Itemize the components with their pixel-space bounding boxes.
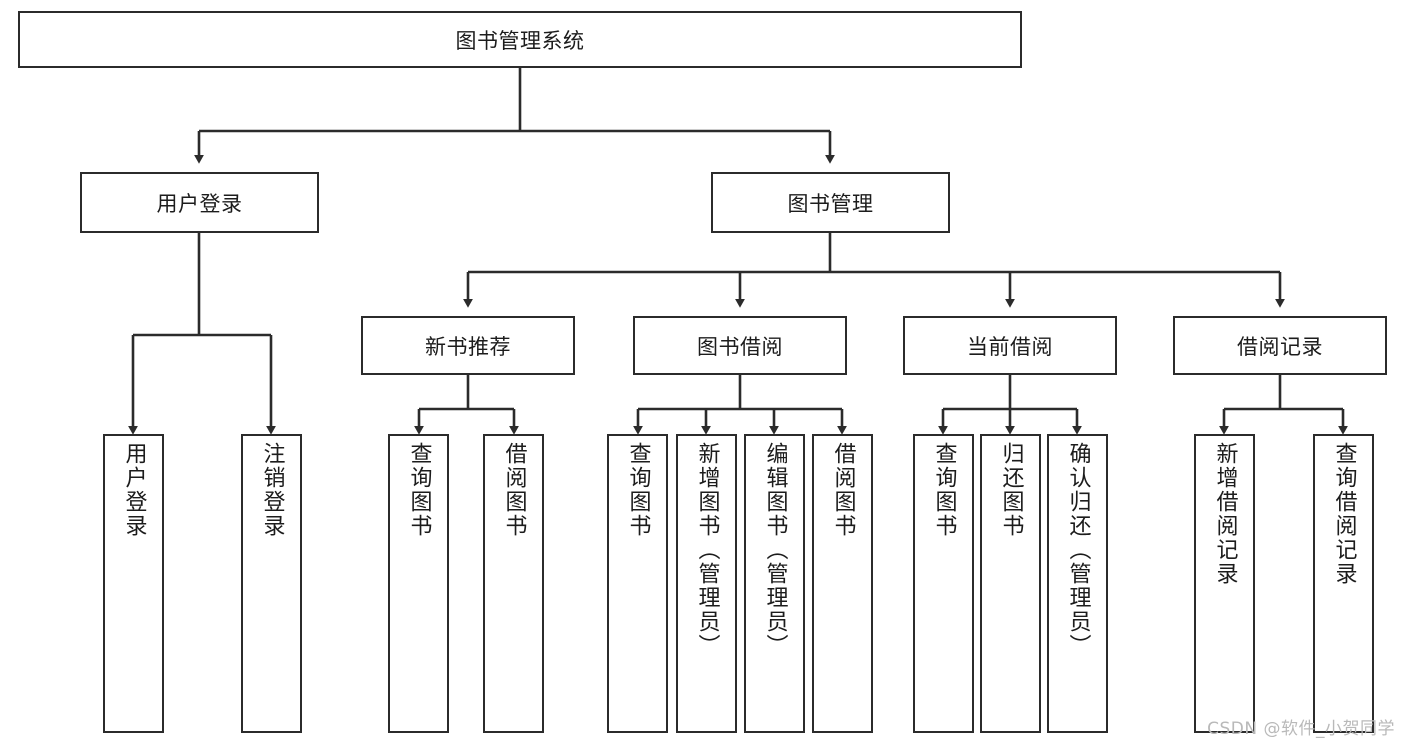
node-label: 图书管理 bbox=[787, 191, 874, 216]
leaf-new-book-borrow[interactable]: 借阅图书 bbox=[483, 434, 544, 733]
leaf-current-borrow-confirm[interactable]: 确认归还（管理员） bbox=[1047, 434, 1108, 733]
node-label: 归还图书 bbox=[998, 442, 1024, 538]
watermark-text: CSDN @软件_小贺同学 bbox=[1207, 719, 1395, 739]
leaf-user-login-signout[interactable]: 注销登录 bbox=[241, 434, 302, 733]
leaf-current-borrow-query[interactable]: 查询图书 bbox=[913, 434, 974, 733]
node-root-system[interactable]: 图书管理系统 bbox=[18, 11, 1022, 68]
node-label: 查询图书 bbox=[931, 442, 957, 538]
leaf-borrow-record-query[interactable]: 查询借阅记录 bbox=[1313, 434, 1374, 733]
node-user-login[interactable]: 用户登录 bbox=[80, 172, 319, 233]
node-label: 新增借阅记录 bbox=[1212, 442, 1238, 586]
node-label: 借阅记录 bbox=[1237, 334, 1323, 359]
leaf-current-borrow-return[interactable]: 归还图书 bbox=[980, 434, 1041, 733]
node-label: 新增图书（管理员） bbox=[694, 442, 720, 658]
leaf-book-borrow-query[interactable]: 查询图书 bbox=[607, 434, 668, 733]
node-current-borrow[interactable]: 当前借阅 bbox=[903, 316, 1117, 375]
leaf-user-login-signin[interactable]: 用户登录 bbox=[103, 434, 164, 733]
node-label: 图书管理系统 bbox=[455, 28, 585, 53]
leaf-borrow-record-add[interactable]: 新增借阅记录 bbox=[1194, 434, 1255, 733]
node-new-book-recommend[interactable]: 新书推荐 bbox=[361, 316, 575, 375]
leaf-book-borrow-lend[interactable]: 借阅图书 bbox=[812, 434, 873, 733]
node-label: 借阅图书 bbox=[501, 442, 527, 538]
node-label: 确认归还（管理员） bbox=[1065, 442, 1091, 658]
node-book-borrow[interactable]: 图书借阅 bbox=[633, 316, 847, 375]
node-label: 借阅图书 bbox=[830, 442, 856, 538]
node-label: 查询图书 bbox=[625, 442, 651, 538]
node-label: 用户登录 bbox=[156, 191, 243, 216]
node-label: 当前借阅 bbox=[967, 334, 1053, 359]
node-book-management[interactable]: 图书管理 bbox=[711, 172, 950, 233]
node-label: 查询借阅记录 bbox=[1331, 442, 1357, 586]
node-label: 用户登录 bbox=[121, 442, 147, 538]
leaf-book-borrow-add[interactable]: 新增图书（管理员） bbox=[676, 434, 737, 733]
node-label: 图书借阅 bbox=[697, 334, 783, 359]
node-label: 查询图书 bbox=[406, 442, 432, 538]
node-label: 新书推荐 bbox=[425, 334, 511, 359]
node-label: 注销登录 bbox=[259, 442, 285, 538]
node-borrow-record[interactable]: 借阅记录 bbox=[1173, 316, 1387, 375]
leaf-book-borrow-edit[interactable]: 编辑图书（管理员） bbox=[744, 434, 805, 733]
node-label: 编辑图书（管理员） bbox=[762, 442, 788, 658]
leaf-new-book-query[interactable]: 查询图书 bbox=[388, 434, 449, 733]
